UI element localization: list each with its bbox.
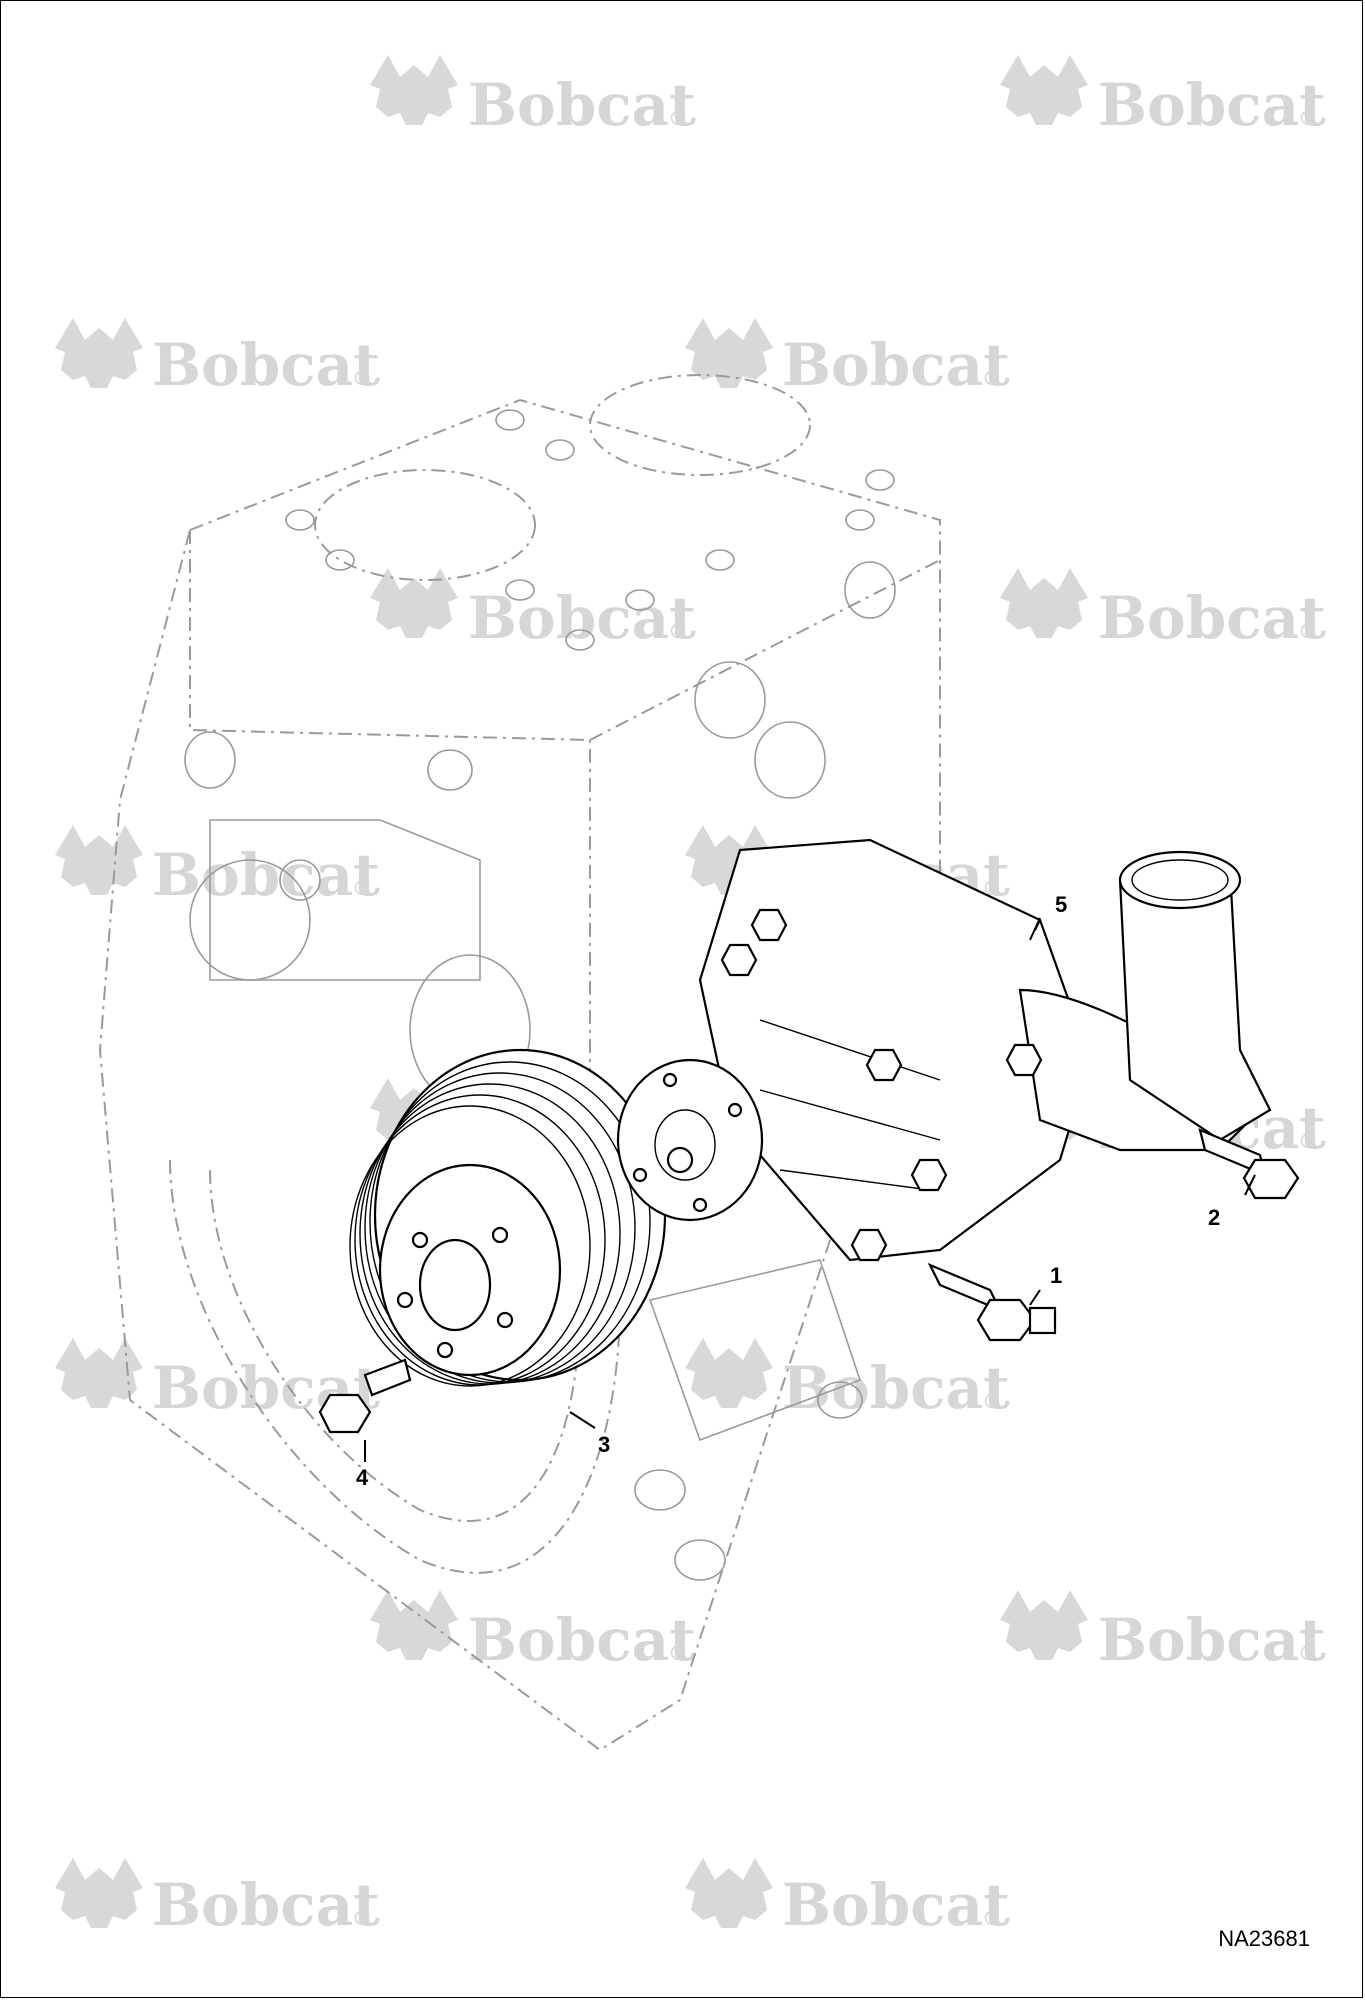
callout-5: 5: [1055, 892, 1067, 917]
watermark-text: Bobcat: [782, 331, 1010, 399]
callout-1: 1: [1050, 1263, 1062, 1288]
bobcat-logo-icon: [685, 1338, 773, 1408]
watermark-text: Bobcat: [782, 1871, 1010, 1939]
callout-3: 3: [598, 1432, 610, 1457]
leader-line-3: [569, 1411, 596, 1429]
bolt-item-2: [1198, 1128, 1300, 1200]
watermark: Bobcat ®: [370, 1590, 696, 1674]
water-pump: [616, 838, 1272, 1262]
watermark-text: Bobcat: [1098, 1606, 1326, 1674]
callout-2: 2: [1208, 1205, 1220, 1230]
watermark: Bobcat ®: [370, 55, 696, 139]
watermark-mark: ®: [668, 106, 688, 130]
watermark-mark: ®: [982, 1906, 1002, 1930]
watermark-mark: ®: [668, 1641, 688, 1665]
bolt-item-4: [318, 1358, 412, 1434]
watermark-mark: ®: [352, 1906, 372, 1930]
bobcat-logo-icon: [1000, 55, 1088, 125]
engine-block: [98, 374, 941, 1752]
bobcat-logo-icon: [1000, 1590, 1088, 1660]
watermark-mark: ®: [1298, 1641, 1318, 1665]
watermark-mark: ®: [352, 876, 372, 900]
watermark-mark: ®: [352, 366, 372, 390]
bobcat-logo-icon: [370, 568, 458, 638]
watermark: Bobcat ®: [1000, 568, 1326, 652]
bobcat-logo-icon: [370, 55, 458, 125]
watermark: Bobcat ®: [55, 825, 380, 909]
bobcat-logo-icon: [1000, 568, 1088, 638]
bobcat-logo-icon: [685, 1858, 773, 1928]
bobcat-logo-icon: [55, 825, 143, 895]
watermark: Bobcat ®: [685, 318, 1010, 399]
watermark-mark: ®: [1298, 106, 1318, 130]
watermark-mark: ®: [1298, 1129, 1318, 1153]
callout-labels: 5 2 1 3 4: [356, 892, 1220, 1490]
leader-line-1: [1029, 1289, 1041, 1306]
leader-line-2: [1244, 1174, 1256, 1196]
watermark-mark: ®: [1298, 619, 1318, 643]
fan-pulley: [349, 1048, 667, 1387]
bobcat-logo-icon: [370, 1590, 458, 1660]
watermark-text: Bobcat: [152, 1871, 380, 1939]
watermark-text: Bobcat: [468, 71, 696, 139]
watermark: Bobcat ®: [1000, 1590, 1326, 1674]
callout-4: 4: [356, 1465, 369, 1490]
watermark-mark: ®: [982, 366, 1002, 390]
leader-line-5b: [1029, 917, 1041, 941]
watermark-text: Bobcat: [782, 1354, 1010, 1422]
bobcat-logo-icon: [55, 1858, 143, 1928]
leader-lines: [364, 917, 1256, 1462]
watermark: Bobcat ®: [55, 318, 380, 399]
watermark-mark: ®: [668, 619, 688, 643]
watermark-text: Bobcat: [1098, 584, 1326, 652]
watermark-text: Bobcat: [468, 584, 696, 652]
watermark: Bobcat ®: [685, 1338, 1010, 1422]
watermark: Bobcat ®: [370, 568, 696, 652]
watermark-text: Bobcat: [1098, 71, 1326, 139]
watermark-text: Bobcat: [468, 1606, 696, 1674]
watermark-mark: ®: [982, 1389, 1002, 1413]
bolt-item-1: [927, 1262, 1057, 1342]
figure-reference-code: NA23681: [1218, 1926, 1310, 1951]
bobcat-logo-icon: [55, 318, 143, 388]
watermark-text: Bobcat: [152, 331, 380, 399]
watermark: Bobcat ®: [685, 1858, 1010, 1939]
watermark-text: Bobcat: [152, 841, 380, 909]
watermark: Bobcat ®: [1000, 55, 1326, 139]
watermark: Bobcat ®: [55, 1858, 380, 1939]
